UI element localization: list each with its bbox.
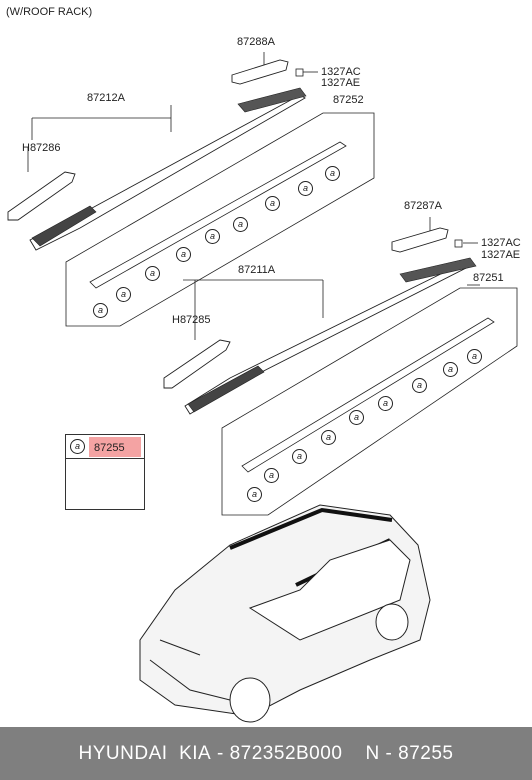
upper-clip-3: a <box>265 196 280 211</box>
lower-end-cap <box>163 339 231 389</box>
legend-divider <box>66 458 144 459</box>
lower-clip-9: a <box>247 487 262 502</box>
upper-cover-strip <box>89 141 347 289</box>
legend-highlight <box>89 437 141 457</box>
footer-gap <box>342 743 365 765</box>
label-87252: 87252 <box>333 94 364 106</box>
lower-bolt <box>454 239 463 248</box>
upper-bolt <box>295 68 304 77</box>
label-1327AC-mid: 1327AC <box>481 237 521 249</box>
footer-sep-1: - <box>211 742 230 764</box>
legend-box: a 87255 <box>65 434 145 510</box>
upper-front-cover <box>231 59 289 85</box>
upper-clip-6: a <box>176 247 191 262</box>
label-1327AE-mid: 1327AE <box>481 249 521 261</box>
label-87211A: 87211A <box>238 264 276 276</box>
upper-end-cap <box>7 171 76 221</box>
lower-cover-strip <box>241 317 495 473</box>
legend-part-number: 87255 <box>94 442 125 454</box>
lower-clip-6: a <box>321 430 336 445</box>
upper-clip-4: a <box>233 217 248 232</box>
footer-bar: HYUNDAI KIA - 872352B000 N - 87255 <box>0 727 532 780</box>
upper-clip-8: a <box>116 287 131 302</box>
lower-clip-5: a <box>349 410 364 425</box>
label-87212A: 87212A <box>87 92 125 104</box>
footer-reference: N - 87255 <box>365 742 454 764</box>
lower-clip-1: a <box>467 349 482 364</box>
lower-cover-frame <box>221 287 518 516</box>
label-H87286: H87286 <box>22 142 61 154</box>
label-87287A: 87287A <box>404 200 442 212</box>
vehicle-illustration <box>139 504 431 723</box>
legend-symbol: a <box>70 439 85 454</box>
label-87288A: 87288A <box>237 36 275 48</box>
lower-clip-7: a <box>292 449 307 464</box>
upper-clip-9: a <box>93 303 108 318</box>
upper-clip-5: a <box>205 229 220 244</box>
upper-clip-1: a <box>325 166 340 181</box>
label-1327AE-top: 1327AE <box>321 77 361 89</box>
header-note: (W/ROOF RACK) <box>6 6 93 18</box>
label-87251: 87251 <box>473 272 504 284</box>
upper-clip-2: a <box>298 181 313 196</box>
parts-diagram: (W/ROOF RACK) 87288A 1327AC 1327AE 87212… <box>6 6 521 723</box>
label-H87285: H87285 <box>172 314 211 326</box>
footer-brand: HYUNDAI KIA <box>78 742 212 764</box>
lower-clip-8: a <box>264 468 279 483</box>
lower-front-cover <box>391 227 449 253</box>
lower-clip-2: a <box>443 362 458 377</box>
lower-clip-4: a <box>378 396 393 411</box>
upper-cover-frame <box>65 112 375 327</box>
lower-clip-3: a <box>412 378 427 393</box>
diagram-lines <box>7 52 518 723</box>
footer-part-number: 872352B000 <box>229 742 343 764</box>
label-1327AC-top: 1327AC <box>321 66 361 78</box>
upper-clip-7: a <box>145 266 160 281</box>
